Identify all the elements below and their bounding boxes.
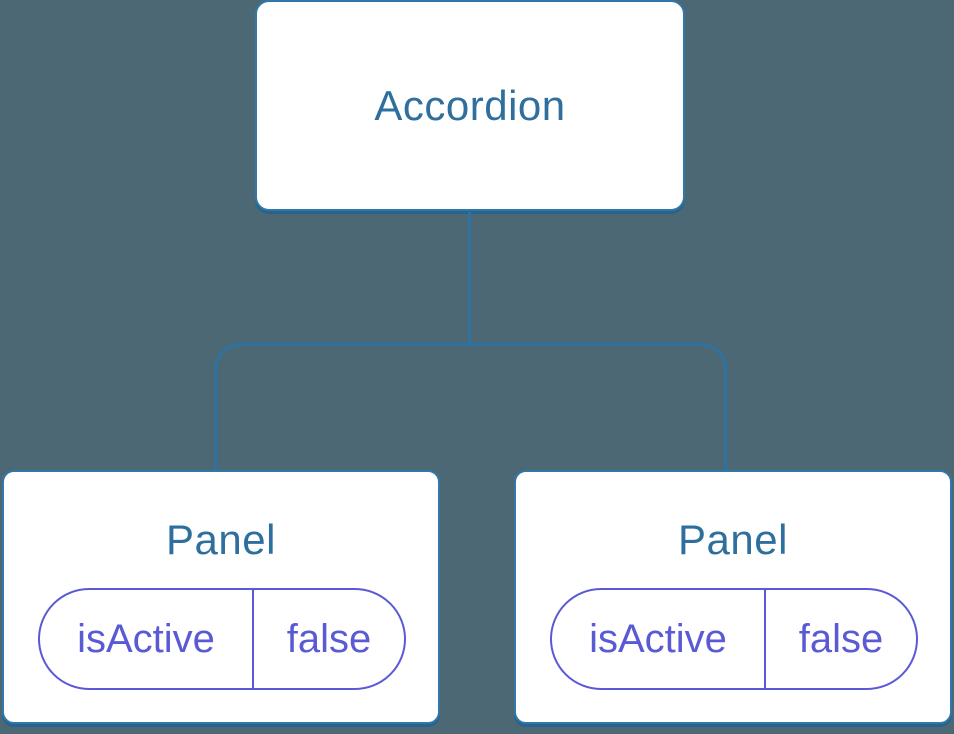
- state-name: isActive: [77, 617, 215, 661]
- state-name: isActive: [589, 617, 727, 661]
- state-value: false: [286, 617, 372, 661]
- panel-node-left: Panel isActive false: [2, 470, 440, 724]
- state-value: false: [798, 617, 884, 661]
- connector-branches: [214, 343, 727, 470]
- accordion-label: Accordion: [374, 81, 566, 129]
- connector-stem: [468, 212, 471, 344]
- accordion-node: Accordion: [255, 0, 685, 211]
- state-pill-divider: [764, 590, 766, 688]
- state-pill: isActive false: [550, 588, 918, 690]
- panel-label: Panel: [678, 516, 788, 563]
- state-pill-divider: [252, 590, 254, 688]
- panel-label: Panel: [166, 516, 276, 563]
- state-pill: isActive false: [38, 588, 406, 690]
- panel-node-right: Panel isActive false: [514, 470, 952, 724]
